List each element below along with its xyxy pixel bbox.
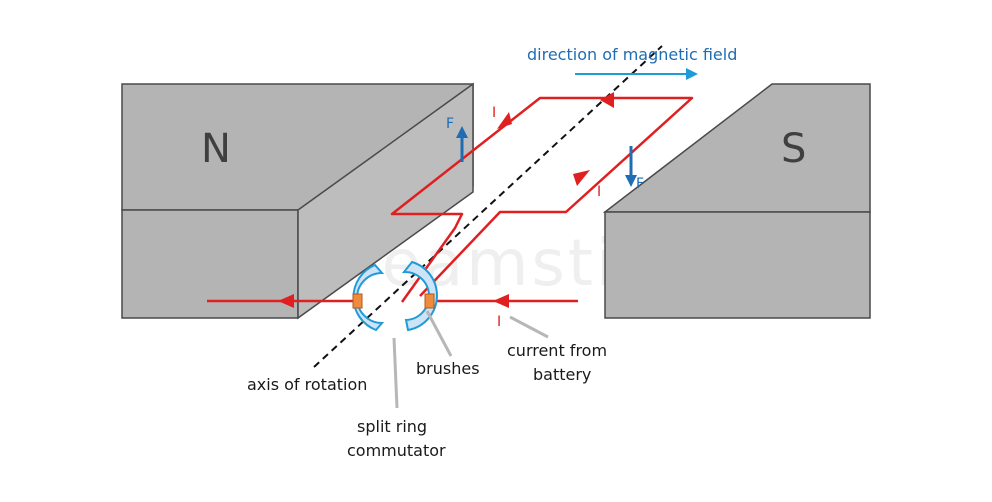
armature-coil [390, 96, 694, 303]
coil-arrow-right [573, 170, 590, 186]
brush-right [424, 293, 435, 309]
commutator-left-segment [352, 263, 385, 332]
brush-left [352, 293, 363, 309]
commutator-leader-line [392, 337, 399, 409]
split-ring-label: split ring [357, 417, 427, 436]
force-down-arrow-head [625, 175, 637, 187]
force-bottom: F [625, 146, 644, 192]
south-magnet: S [602, 83, 871, 319]
north-pole-label: N [201, 126, 231, 172]
north-magnet-side-face [297, 82, 474, 320]
field-direction-label: direction of magnetic field [527, 45, 737, 64]
force-up-arrow-head [456, 126, 468, 138]
wire-out-arrow [278, 294, 294, 308]
coil-arrow-left [497, 112, 512, 129]
commutator-label: commutator [347, 441, 446, 460]
south-pole-label: S [781, 126, 806, 172]
current-label-loop-left: I [492, 105, 496, 121]
south-magnet-top-face [602, 83, 871, 213]
rotation-axis-line [313, 45, 663, 368]
south-magnet-front-face [604, 211, 871, 319]
brushes-leader-line [425, 310, 453, 357]
axis-of-rotation-label: axis of rotation [247, 375, 367, 394]
current-label-loop-right: I [597, 184, 601, 200]
wire-in-arrow [493, 294, 509, 308]
force-top-label: F [446, 116, 454, 132]
battery-label: battery [533, 365, 591, 384]
north-magnet: N [121, 82, 474, 320]
current-from-label: current from [507, 341, 607, 360]
field-arrow-head [686, 68, 698, 80]
field-direction: direction of magnetic field [527, 45, 737, 80]
force-top: F [446, 116, 468, 162]
coil-arrow-top [600, 92, 614, 108]
current-leader-line [509, 315, 549, 339]
brushes-label: brushes [416, 359, 480, 378]
current-label-input: I [497, 314, 501, 330]
force-bottom-label: F [636, 176, 644, 192]
